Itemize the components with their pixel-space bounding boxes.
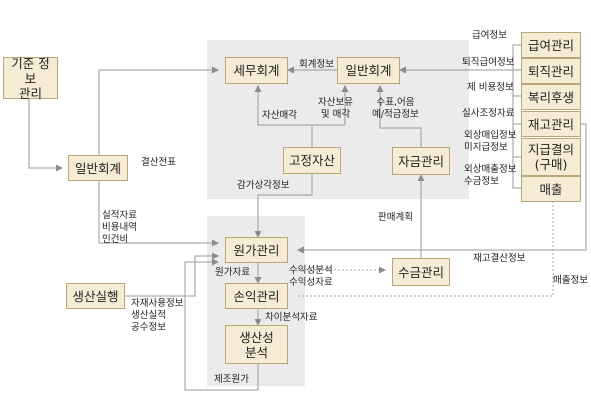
production-box: 생산실행 (66, 283, 125, 309)
performance-data-label: 실적자료 비용내역 인건비 (102, 210, 137, 245)
sales-box: 매출 (521, 176, 581, 202)
foreign-sales-label: 외상매출정보 수금정보 (464, 164, 517, 187)
inventory-box: 재고관리 (521, 111, 581, 137)
profit-loss-management-box: 손익관리 (225, 283, 288, 309)
inventory-closing-label: 재고결산정보 (473, 253, 526, 264)
retirement-box: 퇴직관리 (521, 58, 581, 84)
profitability-label: 수익성분석 수익성자료 (289, 265, 333, 288)
retirement-payroll-info-label: 퇴직급여정보 (462, 57, 515, 68)
payroll-box: 급여관리 (521, 32, 581, 58)
welfare-box: 복리후생 (521, 84, 581, 110)
variance-data-label: 차이분석자료 (265, 312, 318, 323)
manufacturing-cost-label: 제조원가 (214, 374, 249, 385)
standard-info-box: 기준 정보 관리 (3, 56, 58, 101)
notes-deposit-label: 수표,어음 예/적금정보 (372, 97, 419, 120)
productivity-analysis-box: 생산성 분석 (225, 325, 288, 364)
general-accounting-center-box: 일반회계 (337, 57, 400, 84)
production-data-label: 자재사용정보 생산실적 공수정보 (131, 298, 184, 333)
fixed-assets-box: 고정자산 (283, 147, 341, 174)
sales-plan-label: 판매계획 (378, 212, 413, 223)
foreign-purchase-label: 외상매입정보 미지급정보 (464, 130, 517, 153)
expense-info-label: 제 비용정보 (467, 82, 514, 93)
tax-accounting-box: 세무회계 (225, 57, 288, 84)
cost-management-box: 원가관리 (225, 237, 288, 263)
closing-slip-label: 결산전표 (141, 157, 176, 168)
payroll-info-label: 급여정보 (472, 30, 507, 41)
accounting-info-label: 회계정보 (299, 59, 334, 70)
cost-data-label: 원가자료 (215, 267, 250, 278)
payment-purchase-box: 지급결의 (구매) (521, 138, 581, 176)
stock-adjustment-label: 실사조정자료 (462, 108, 515, 119)
general-accounting-left-box: 일반회계 (68, 155, 128, 181)
depreciation-info-label: 감가상각정보 (237, 180, 290, 191)
fund-management-box: 자금관리 (392, 147, 450, 175)
sales-info-label: 매출정보 (553, 275, 588, 286)
asset-holding-label: 자산보유 및 매각 (318, 97, 353, 120)
asset-sale-label: 자산매각 (262, 110, 297, 121)
revenue-management-box: 수금관리 (392, 258, 450, 286)
